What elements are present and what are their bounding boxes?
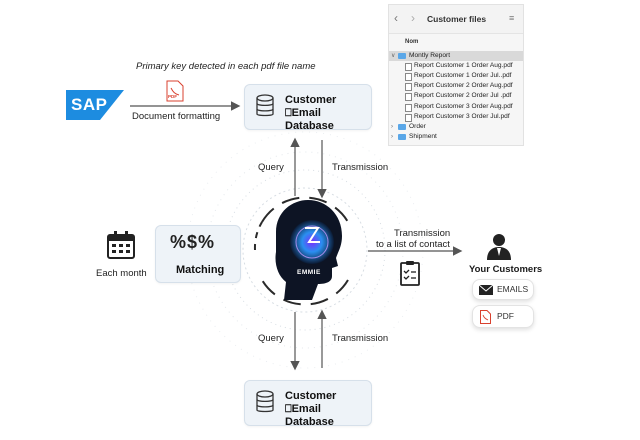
customer-person-icon bbox=[485, 232, 513, 260]
finder-row-label: Shipment bbox=[409, 132, 437, 140]
matching-card: %$% Matching bbox=[155, 225, 241, 283]
finder-column-header: Nom bbox=[405, 39, 419, 45]
db-bottom-line2: Database bbox=[285, 416, 334, 428]
pdf-file-icon bbox=[405, 83, 412, 92]
top-caption: Primary key detected in each pdf file na… bbox=[136, 61, 316, 72]
finder-file-row[interactable]: Report Customer 1 Order Aug.pdf bbox=[389, 61, 523, 72]
database-icon bbox=[256, 94, 274, 117]
finder-row-label: Montly Report bbox=[409, 52, 451, 59]
transmission-right-line1: Transmission bbox=[394, 228, 451, 239]
query-bottom-label: Query bbox=[258, 333, 284, 344]
chevron-down-icon[interactable]: ∨ bbox=[391, 53, 396, 59]
document-formatting-label: Document formatting bbox=[132, 111, 221, 122]
emmie-head-icon bbox=[275, 200, 342, 300]
customer-email-database-top: Customer ⎕Email Database bbox=[244, 84, 372, 132]
matching-label: Matching bbox=[176, 264, 225, 276]
finder-file-row[interactable]: Report Customer 2 Order Aug.pdf bbox=[389, 81, 523, 92]
finder-toolbar: ‹ › Customer files ≡ bbox=[389, 5, 523, 34]
each-month-label: Each month bbox=[96, 268, 147, 279]
transmission-top-label: Transmission bbox=[332, 162, 389, 173]
finder-row-label: Report Customer 2 Order Jul .pdf bbox=[414, 92, 512, 100]
db-top-line1: Customer ⎕Email bbox=[285, 94, 337, 119]
pdf-file-icon bbox=[405, 113, 412, 122]
pdf-label: PDF bbox=[497, 311, 514, 321]
pdf-file-icon bbox=[405, 73, 412, 82]
emails-label: EMAILS bbox=[497, 284, 529, 294]
finder-row-label: Report Customer 1 Order Aug.pdf bbox=[414, 62, 513, 70]
folder-icon bbox=[398, 133, 406, 140]
finder-file-row[interactable]: Report Customer 3 Order Jul.pdf bbox=[389, 112, 523, 122]
envelope-icon bbox=[479, 285, 493, 295]
percent-dollar-icon: %$% bbox=[170, 232, 216, 252]
finder-folder-row[interactable]: › Shipment bbox=[389, 132, 523, 142]
calendar-icon bbox=[106, 230, 136, 260]
transmission-right-line2: to a list of contact bbox=[376, 239, 450, 250]
finder-folder-row[interactable]: › Order bbox=[389, 122, 523, 132]
finder-title: Customer files bbox=[427, 14, 487, 24]
folder-icon bbox=[398, 53, 406, 59]
back-chevron-icon[interactable]: ‹ bbox=[394, 11, 398, 25]
transmission-bottom-label: Transmission bbox=[332, 333, 389, 344]
chevron-right-icon[interactable]: › bbox=[391, 133, 393, 140]
pdf-button[interactable]: PDF bbox=[472, 305, 534, 328]
finder-file-row[interactable]: Report Customer 3 Order Aug.pdf bbox=[389, 102, 523, 112]
customer-email-database-bottom: Customer ⎕Email Database bbox=[244, 380, 372, 428]
emmie-label: EMMIE bbox=[297, 269, 321, 276]
folder-icon bbox=[398, 123, 406, 130]
db-bottom-line1: Customer ⎕Email bbox=[285, 390, 337, 415]
db-top-line2: Database bbox=[285, 120, 334, 132]
pdf-file-icon: PDF bbox=[166, 80, 184, 102]
finder-file-row[interactable]: Report Customer 1 Order Jul..pdf bbox=[389, 71, 523, 82]
finder-row-label: Order bbox=[409, 122, 426, 130]
pdf-file-icon bbox=[405, 103, 412, 112]
query-top-label: Query bbox=[258, 162, 284, 173]
your-customers-label: Your Customers bbox=[469, 264, 543, 275]
chevron-right-icon[interactable]: › bbox=[391, 123, 393, 130]
checklist-icon bbox=[399, 260, 421, 286]
finder-file-row[interactable]: Report Customer 2 Order Jul .pdf bbox=[389, 91, 523, 102]
emails-button[interactable]: EMAILS bbox=[472, 279, 534, 300]
finder-row-label: Report Customer 2 Order Aug.pdf bbox=[414, 82, 513, 90]
pdf-file-icon bbox=[405, 63, 412, 72]
database-icon bbox=[256, 390, 274, 413]
finder-row-label: Report Customer 1 Order Jul..pdf bbox=[414, 72, 512, 80]
finder-folder-row[interactable]: ∨ Montly Report bbox=[389, 51, 523, 61]
finder-row-label: Report Customer 3 Order Aug.pdf bbox=[414, 102, 513, 110]
sap-logo: SAP bbox=[66, 90, 124, 120]
finder-row-label: Report Customer 3 Order Jul.pdf bbox=[414, 112, 510, 120]
inner-arc-ring bbox=[253, 196, 349, 306]
list-view-icon[interactable]: ≡ bbox=[509, 13, 515, 23]
pdf-icon bbox=[480, 310, 491, 324]
pdf-file-icon bbox=[405, 93, 412, 102]
forward-chevron-icon[interactable]: › bbox=[411, 11, 415, 25]
